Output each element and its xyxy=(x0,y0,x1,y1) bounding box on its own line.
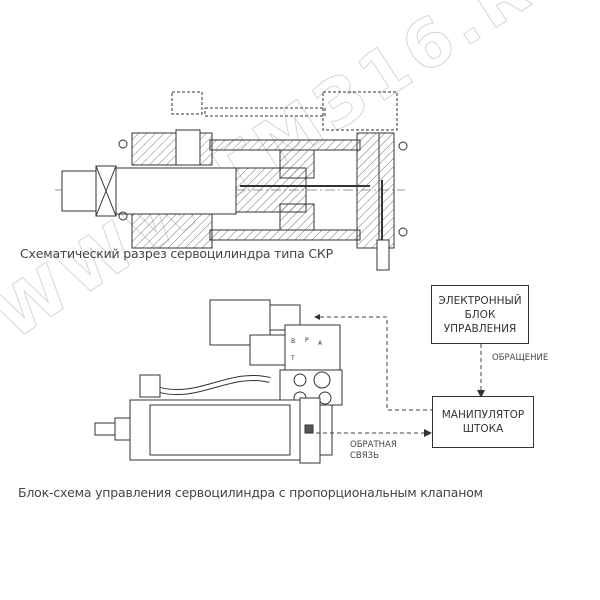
cylinder-section-drawing xyxy=(55,91,408,271)
box-line: БЛОК xyxy=(464,308,496,321)
feedback-label: ОБРАТНАЯ СВЯЗЬ xyxy=(350,440,397,462)
box-line: МАНИПУЛЯТОР xyxy=(441,409,525,421)
port-a: A xyxy=(318,340,323,347)
port-b: B xyxy=(291,338,295,345)
arrow-head-conversion xyxy=(477,390,485,398)
port-p: P xyxy=(305,337,309,344)
electronic-control-unit-box: ЭЛЕКТРОННЫЙ БЛОК УПРАВЛЕНИЯ xyxy=(431,285,529,344)
port-t: T xyxy=(290,355,295,362)
block-diagram-caption: Блок-схема управления сервоцилиндра с пр… xyxy=(18,485,483,500)
box-line: ЭЛЕКТРОННЫЙ xyxy=(438,294,522,307)
feedback-label-line: ОБРАТНАЯ xyxy=(350,440,397,450)
control-signal-line xyxy=(320,316,432,411)
arrow-head-feedback xyxy=(424,429,432,437)
servo-cylinder-with-valve xyxy=(94,299,343,464)
feedback-label-line: СВЯЗЬ xyxy=(350,451,379,461)
section-caption: Схематический разрез сервоцилиндра типа … xyxy=(20,246,333,261)
box-line: УПРАВЛЕНИЯ xyxy=(443,322,517,335)
signal-lines xyxy=(316,316,482,434)
arrow-head-valve xyxy=(314,314,320,320)
rod-manipulator-box: МАНИПУЛЯТОР ШТОКА xyxy=(432,396,534,448)
box-line: ШТОКА xyxy=(462,423,504,435)
conversion-label: ОБРАЩЕНИЕ xyxy=(492,353,549,363)
